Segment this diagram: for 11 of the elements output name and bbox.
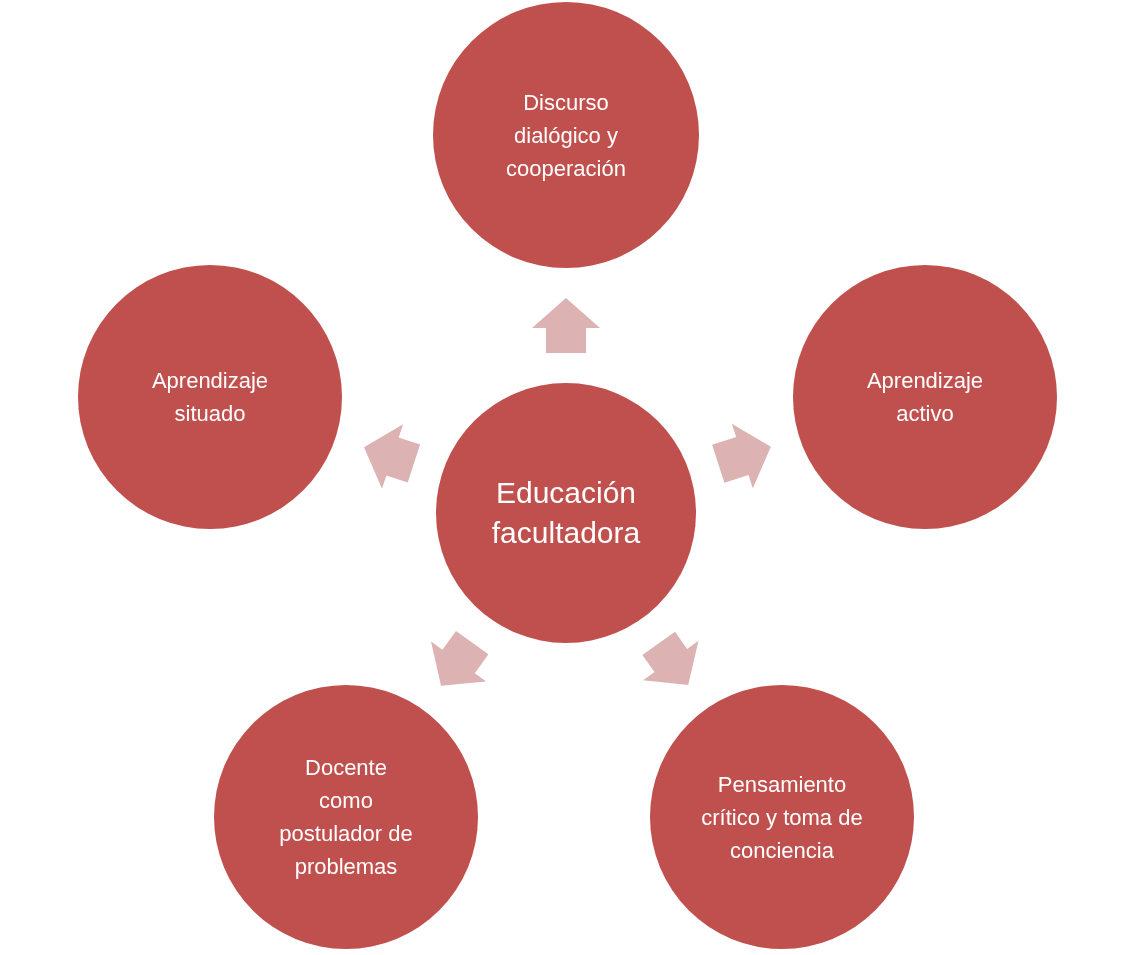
- block-arrow: [642, 631, 699, 685]
- block-arrow: [364, 424, 421, 489]
- block-arrow: [532, 298, 600, 353]
- node-label: Discurso dialógico y cooperación: [505, 88, 627, 183]
- node-label: Pensamiento crítico y toma de conciencia: [700, 770, 864, 865]
- node-label: Aprendizaje situado: [150, 367, 270, 428]
- node-label: Educación facultadora: [490, 474, 642, 551]
- node-label: Aprendizaje activo: [865, 367, 985, 428]
- node-label: Docente como postulador de problemas: [278, 754, 414, 881]
- block-arrow: [431, 630, 489, 686]
- block-arrow: [712, 423, 771, 489]
